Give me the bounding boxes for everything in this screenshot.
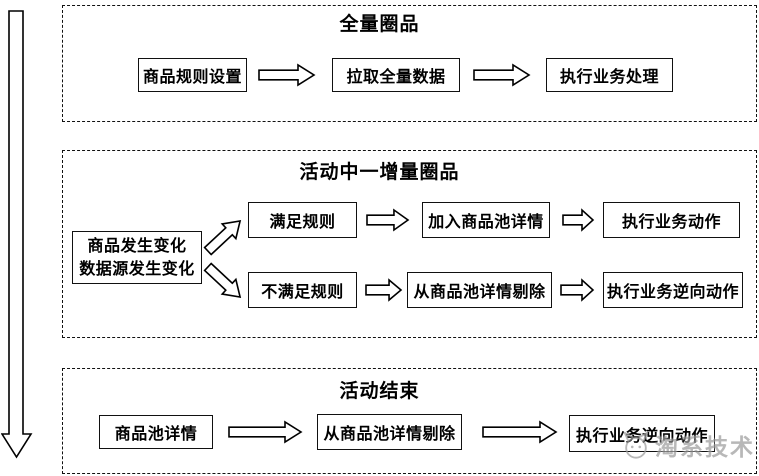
node-remove-from-pool: 从商品池详情剔除 (407, 272, 552, 308)
section-incremental-title: 活动中一增量圈品 (299, 162, 460, 183)
node-rule-unmatched: 不满足规则 (248, 272, 357, 308)
trigger-line2: 数据源发生变化 (79, 260, 195, 278)
section-end-title: 活动结束 (339, 381, 420, 402)
branch-down-arrow-icon (203, 262, 242, 298)
section-full-title: 全量圈品 (339, 14, 420, 35)
node-rule-setup: 商品规则设置 (138, 58, 247, 92)
flow-arrow-icon (366, 208, 410, 232)
node-exec-reverse-action-end: 执行业务逆向动作 (569, 415, 715, 452)
node-exec-reverse-action: 执行业务逆向动作 (603, 272, 743, 308)
timeline-down-arrow-icon (1, 10, 33, 459)
trigger-line1: 商品发生变化 (87, 237, 187, 255)
flow-arrow-icon (365, 278, 403, 302)
node-exec-action: 执行业务动作 (603, 202, 740, 238)
branch-up-arrow-icon (203, 220, 242, 256)
node-remove-from-pool-end: 从商品池详情剔除 (317, 414, 462, 450)
flow-arrow-icon (560, 278, 595, 302)
flow-arrow-icon (258, 63, 316, 87)
node-pool-detail: 商品池详情 (99, 415, 213, 449)
flow-arrow-icon (473, 63, 531, 87)
node-exec-business: 执行业务处理 (546, 58, 673, 92)
flow-arrow-icon (228, 420, 303, 444)
flow-arrow-icon (562, 208, 595, 232)
node-change-trigger: 商品发生变化 数据源发生变化 (72, 231, 202, 284)
node-add-to-pool: 加入商品池详情 (422, 202, 550, 238)
flow-arrow-icon (482, 420, 558, 444)
node-pull-full-data: 拉取全量数据 (332, 58, 460, 92)
node-rule-matched: 满足规则 (248, 202, 357, 238)
